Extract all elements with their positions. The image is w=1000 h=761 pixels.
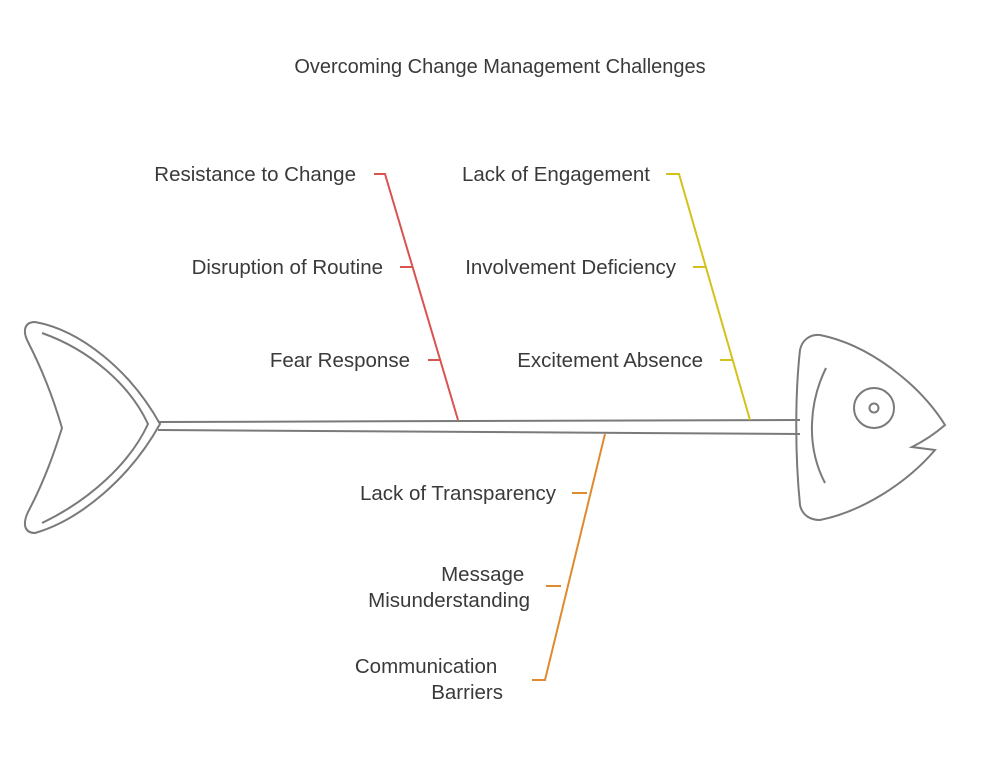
label-excitement-absence: Excitement Absence [517,349,703,372]
label-communication-barriers: Communication Barriers [355,655,503,704]
branch-top-left [374,173,459,421]
label-message-misunderstanding: Message Misunderstanding [368,563,530,612]
fish-head [795,333,947,522]
fish-tail [23,320,162,535]
label-fear-response: Fear Response [270,349,410,372]
label-disruption-of-routine: Disruption of Routine [192,256,383,279]
label-involvement-deficiency: Involvement Deficiency [465,256,677,279]
label-resistance-to-change: Resistance to Change [154,163,356,186]
branch-top-right [666,173,751,421]
fish-spine [157,419,801,435]
diagram-title: Overcoming Change Management Challenges [294,56,706,78]
label-lack-of-transparency: Lack of Transparency [360,482,557,505]
label-lack-of-engagement: Lack of Engagement [462,163,650,186]
branch-bottom [532,433,606,681]
